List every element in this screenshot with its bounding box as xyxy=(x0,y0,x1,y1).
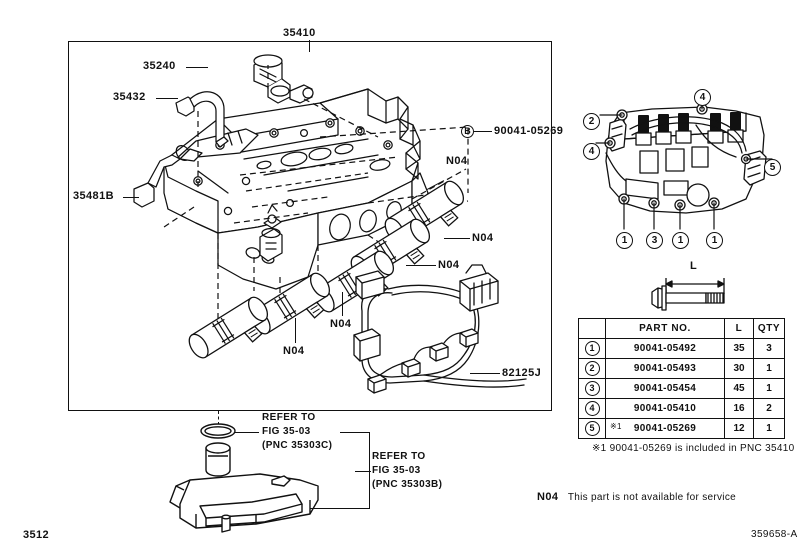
parts-table: PART NO. L QTY 1 90041-05492 35 3 2 xyxy=(578,318,785,439)
callout-35481B: 35481B xyxy=(73,190,114,202)
callout-82125J: 82125J xyxy=(502,367,542,379)
row-part-no-text: 90041-05492 xyxy=(633,343,697,354)
refer-connector-h2 xyxy=(355,471,371,473)
note-included-in-pnc: ※1 90041-05269 is included in PNC 35410 xyxy=(592,443,795,454)
row-length: 45 xyxy=(724,378,754,399)
row-length: 12 xyxy=(724,418,754,439)
row-length: 30 xyxy=(724,358,754,379)
leader-n04-5 xyxy=(295,318,297,343)
table-header-row: PART NO. L QTY xyxy=(578,318,785,339)
header-l: L xyxy=(724,318,754,339)
callout-90041-05269: 90041-05269 xyxy=(494,125,564,137)
detail-marker-4-left: 4 xyxy=(583,143,600,160)
row-index: 2 xyxy=(578,358,606,379)
callout-n04-4: N04 xyxy=(330,318,352,330)
oil-strainer-illustration xyxy=(160,418,390,548)
row-part-no: 90041-05493 xyxy=(605,358,725,379)
callout-35432: 35432 xyxy=(113,91,146,103)
detail-marker-3: 3 xyxy=(646,232,663,249)
refer-connector-v2 xyxy=(369,471,371,509)
callout-n04-3: N04 xyxy=(438,259,460,271)
row-part-no: ※1 90041-05269 xyxy=(605,418,725,439)
row-part-no: 90041-05410 xyxy=(605,398,725,419)
valve-body-illustration xyxy=(68,41,552,411)
leader-refer-2 xyxy=(310,508,370,510)
row-part-no-text: 90041-05269 xyxy=(633,423,697,434)
table-row: 4 90041-05410 16 2 xyxy=(578,398,785,419)
row-qty: 1 xyxy=(753,418,785,439)
callout-n04-5: N04 xyxy=(283,345,305,357)
header-part-no: PART NO. xyxy=(605,318,725,339)
table-row: 2 90041-05493 30 1 xyxy=(578,358,785,379)
refer-2-line2: FIG 35-03 xyxy=(372,465,421,476)
leader-35432 xyxy=(156,98,178,100)
leader-refer-1 xyxy=(235,432,259,434)
assembled-detail-view xyxy=(595,95,776,245)
index-circle: 1 xyxy=(584,341,600,356)
refer-to-block-2: REFER TO FIG 35-03 (PNC 35303B) xyxy=(372,450,442,492)
refer-connector-h1 xyxy=(340,432,370,434)
header-qty: QTY xyxy=(753,318,785,339)
page-code-left: 3512 xyxy=(23,529,50,541)
row-index: 1 xyxy=(578,338,606,359)
row-length: 35 xyxy=(724,338,754,359)
detail-marker-1-b: 1 xyxy=(672,232,689,249)
leader-n04-4 xyxy=(342,292,344,316)
refer-to-block-1: REFER TO FIG 35-03 (PNC 35303C) xyxy=(262,411,332,453)
row-part-no: 90041-05454 xyxy=(605,378,725,399)
callout-35240: 35240 xyxy=(143,60,176,72)
detail-marker-1-c: 1 xyxy=(706,232,723,249)
note-not-available: N04 This part is not available for servi… xyxy=(537,487,736,505)
leader-82125J xyxy=(470,373,500,375)
row-qty: 1 xyxy=(753,378,785,399)
row-qty: 2 xyxy=(753,398,785,419)
row-part-no: 90041-05492 xyxy=(605,338,725,359)
bolt-dimension-graphic: L xyxy=(648,260,758,318)
index-circle: 3 xyxy=(584,381,600,396)
refer-1-line1: REFER TO xyxy=(262,412,316,423)
refer-2-line3: (PNC 35303B) xyxy=(372,479,443,490)
row-index: 5 xyxy=(578,418,606,439)
detail-marker-1-a: 1 xyxy=(616,232,633,249)
header-index xyxy=(578,318,606,339)
note-n04-text: This part is not available for service xyxy=(567,492,736,503)
row-part-no-text: 90041-05454 xyxy=(633,383,697,394)
row-mark: ※1 xyxy=(610,422,622,431)
row-qty: 3 xyxy=(753,338,785,359)
refer-1-line3: (PNC 35303C) xyxy=(262,440,333,451)
leader-35410 xyxy=(309,40,311,52)
detail-marker-5: 5 xyxy=(764,159,781,176)
leader-n04-3 xyxy=(406,265,436,267)
table-row: 5 ※1 90041-05269 12 1 xyxy=(578,418,785,439)
row-part-no-text: 90041-05410 xyxy=(633,403,697,414)
callout-n04-1: N04 xyxy=(446,155,468,167)
leader-90041-05269 xyxy=(474,131,492,133)
row-length: 16 xyxy=(724,398,754,419)
page-code-right: 359658-A xyxy=(751,529,798,540)
wire-harness-illustration xyxy=(68,41,552,411)
table-row: 1 90041-05492 35 3 xyxy=(578,338,785,359)
index-circle: 5 xyxy=(584,421,600,436)
row-index: 4 xyxy=(578,398,606,419)
callout-n04-2: N04 xyxy=(472,232,494,244)
leader-35240 xyxy=(186,67,208,69)
detail-marker-4-top: 4 xyxy=(694,89,711,106)
strainer-guide-line xyxy=(218,411,219,425)
callout-35410: 35410 xyxy=(283,27,316,39)
refer-1-line2: FIG 35-03 xyxy=(262,426,311,437)
leader-n04-2 xyxy=(444,238,470,240)
note-n04-tag: N04 xyxy=(537,491,559,503)
index-circle: 4 xyxy=(584,401,600,416)
detail-marker-2: 2 xyxy=(583,113,600,130)
row-index: 3 xyxy=(578,378,606,399)
index-circle: 2 xyxy=(584,361,600,376)
bolt-length-label: L xyxy=(690,260,698,272)
refer-2-line1: REFER TO xyxy=(372,451,426,462)
row-qty: 1 xyxy=(753,358,785,379)
refer-connector-v xyxy=(369,432,371,472)
row-part-no-text: 90041-05493 xyxy=(633,363,697,374)
table-row: 3 90041-05454 45 1 xyxy=(578,378,785,399)
leader-35481B xyxy=(123,197,139,199)
